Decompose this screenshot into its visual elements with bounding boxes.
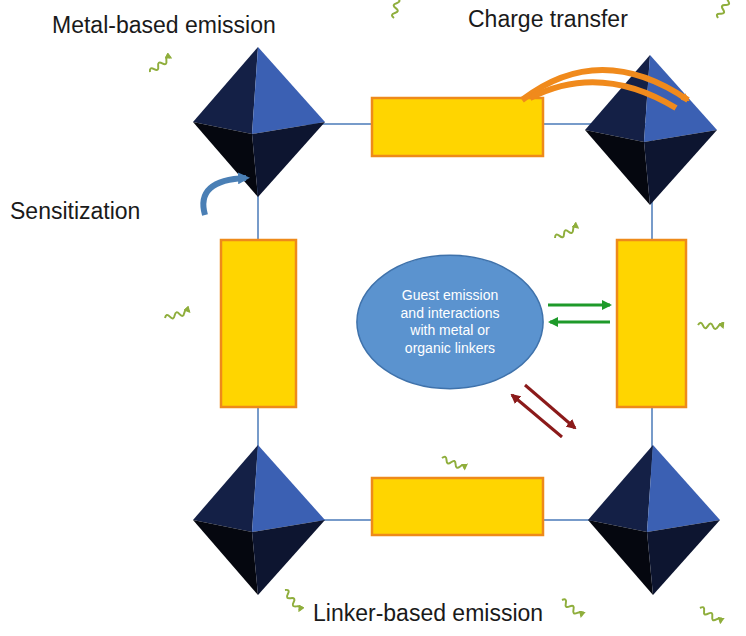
guest-linker-arrows xyxy=(548,305,610,322)
annotation-label: Metal-based emission xyxy=(52,12,276,39)
metal-nodes xyxy=(193,47,720,595)
guest-metal-arrows xyxy=(512,385,575,437)
metal-octahedron xyxy=(193,445,325,595)
node-text: Guest emission and interactions with met… xyxy=(391,287,509,357)
annotation-label: Charge transfer xyxy=(468,6,628,33)
linker-bars xyxy=(221,98,686,535)
charge-transfer-arrows xyxy=(522,70,688,108)
sensitization-arrow xyxy=(203,178,246,215)
emission-squiggles xyxy=(149,0,733,624)
annotation-label: Sensitization xyxy=(10,198,140,225)
metal-octahedron xyxy=(193,47,325,197)
metal-octahedron xyxy=(588,445,720,595)
annotation-label: Linker-based emission xyxy=(313,600,543,627)
guest-ellipse: Guest emission and interactions with met… xyxy=(355,254,545,390)
framework-edges xyxy=(258,124,653,520)
